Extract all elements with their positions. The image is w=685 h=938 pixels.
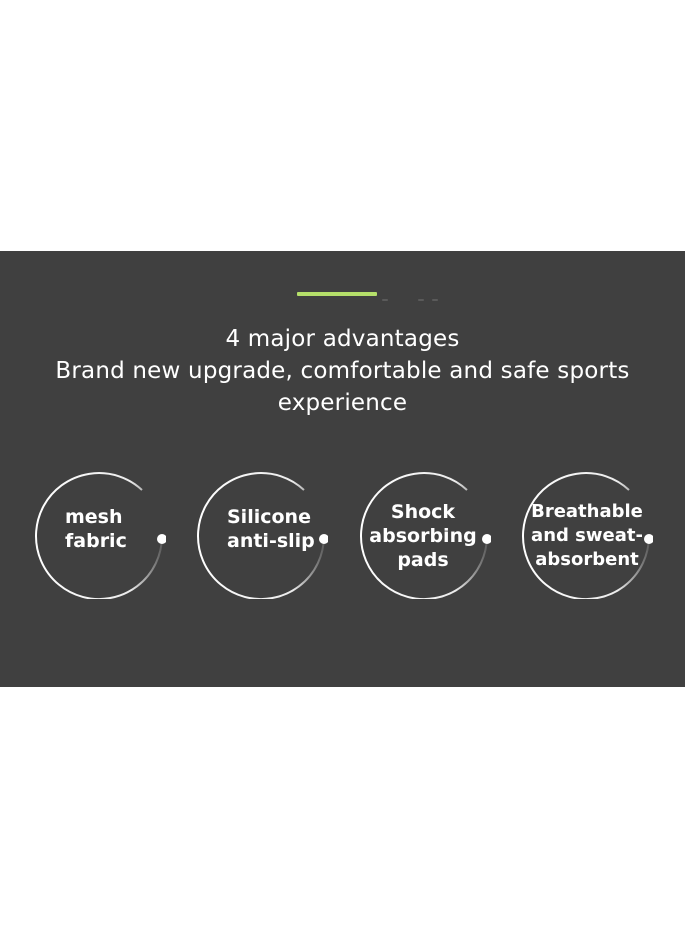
headline: 4 major advantages Brand new upgrade, co… bbox=[0, 323, 685, 419]
feature-label: Silicone anti-slip bbox=[227, 506, 315, 552]
decorative-dots bbox=[382, 299, 462, 303]
circle-arc-icon bbox=[35, 472, 166, 599]
circle-arc-icon bbox=[522, 472, 653, 599]
feature-shock-absorbing-pads: Shock absorbing pads bbox=[357, 465, 491, 599]
accent-bar bbox=[297, 292, 377, 296]
advantages-panel: 4 major advantages Brand new upgrade, co… bbox=[0, 251, 685, 687]
feature-label: Shock absorbing pads bbox=[369, 501, 477, 571]
headline-line-3: experience bbox=[277, 390, 408, 416]
circle-arc-icon bbox=[197, 472, 328, 599]
feature-mesh-fabric: mesh fabric bbox=[32, 465, 166, 599]
feature-breathable-sweat-absorbent: Breathable and sweat- absorbent bbox=[519, 465, 653, 599]
feature-label: Breathable and sweat- absorbent bbox=[531, 501, 643, 570]
feature-silicone-anti-slip: Silicone anti-slip bbox=[194, 465, 328, 599]
headline-line-2: Brand new upgrade, comfortable and safe … bbox=[55, 358, 630, 384]
headline-line-1: 4 major advantages bbox=[225, 326, 460, 352]
feature-label: mesh fabric bbox=[65, 506, 127, 552]
feature-list: mesh fabric Silicone anti-slip bbox=[0, 465, 685, 599]
circle-arc-icon bbox=[360, 472, 491, 599]
